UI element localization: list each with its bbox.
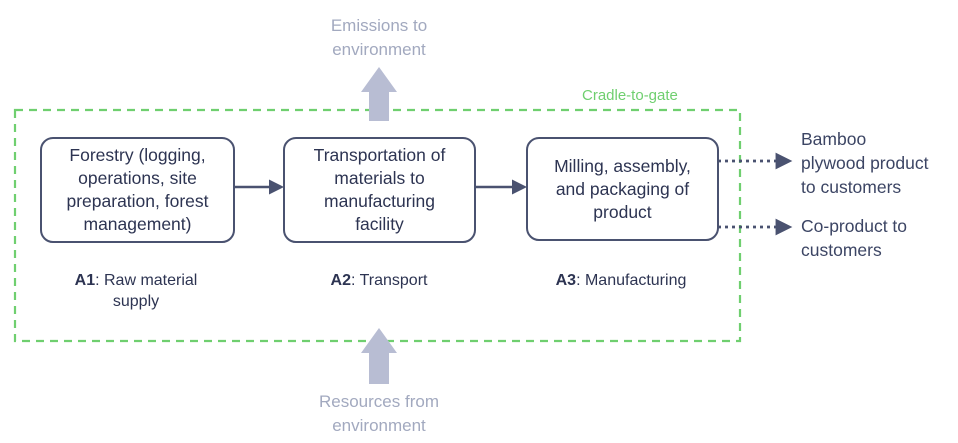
process-line: materials to <box>334 168 425 188</box>
stage-name: : Transport <box>350 272 428 289</box>
stage-name: : Raw material <box>95 272 198 289</box>
process-box-transportation <box>283 137 476 243</box>
stage-label-a1: A1: Raw material supply <box>36 270 236 312</box>
process-box-forestry <box>40 137 235 243</box>
process-line: and packaging of <box>555 178 690 199</box>
stage-code: A1 <box>74 272 96 289</box>
stage-code: A3 <box>555 272 577 289</box>
output-line: to customers <box>801 177 902 197</box>
process-line: facility <box>355 214 404 234</box>
output-line: Co-product to <box>801 216 908 236</box>
process-text-transportation: Transportation of materials to manufactu… <box>284 138 475 242</box>
emissions-label: Emissions to environment <box>279 14 479 62</box>
resources-arrow <box>361 328 397 384</box>
process-line: Milling, assembly, <box>554 155 691 176</box>
process-line: operations, site <box>78 168 197 188</box>
process-line: Forestry (logging, <box>69 145 206 165</box>
process-line: preparation, forest <box>66 191 209 211</box>
output-line: plywood product <box>801 153 929 173</box>
emissions-label-line1: Emissions to <box>330 16 428 35</box>
resources-label-line2: environment <box>332 416 426 435</box>
output-line: customers <box>801 240 882 260</box>
stage-label-a3: A3: Manufacturing <box>521 270 721 291</box>
resources-label: Resources from environment <box>279 390 479 438</box>
output-co-product: Co-product to customers <box>801 214 907 262</box>
output-bamboo-plywood: Bamboo plywood product to customers <box>801 127 928 199</box>
process-line: product <box>593 201 652 222</box>
emissions-arrow <box>361 67 397 121</box>
process-text-forestry: Forestry (logging, operations, site prep… <box>41 138 234 242</box>
process-line: Transportation of <box>313 145 446 165</box>
stage-name-line2: supply <box>112 293 160 310</box>
stage-code: A2 <box>330 272 351 289</box>
resources-label-line1: Resources from <box>319 392 439 411</box>
process-line: management) <box>83 214 192 234</box>
stage-label-a2: A2: Transport <box>279 270 479 291</box>
output-line: Bamboo <box>801 129 867 149</box>
process-text-manufacturing: Milling, assembly, and packaging of prod… <box>527 138 718 240</box>
process-line: manufacturing <box>324 191 435 211</box>
stage-name: : Manufacturing <box>576 272 687 289</box>
cradle-to-gate-label: Cradle-to-gate <box>582 87 678 104</box>
process-box-manufacturing <box>526 137 719 241</box>
emissions-label-line2: environment <box>332 40 426 59</box>
